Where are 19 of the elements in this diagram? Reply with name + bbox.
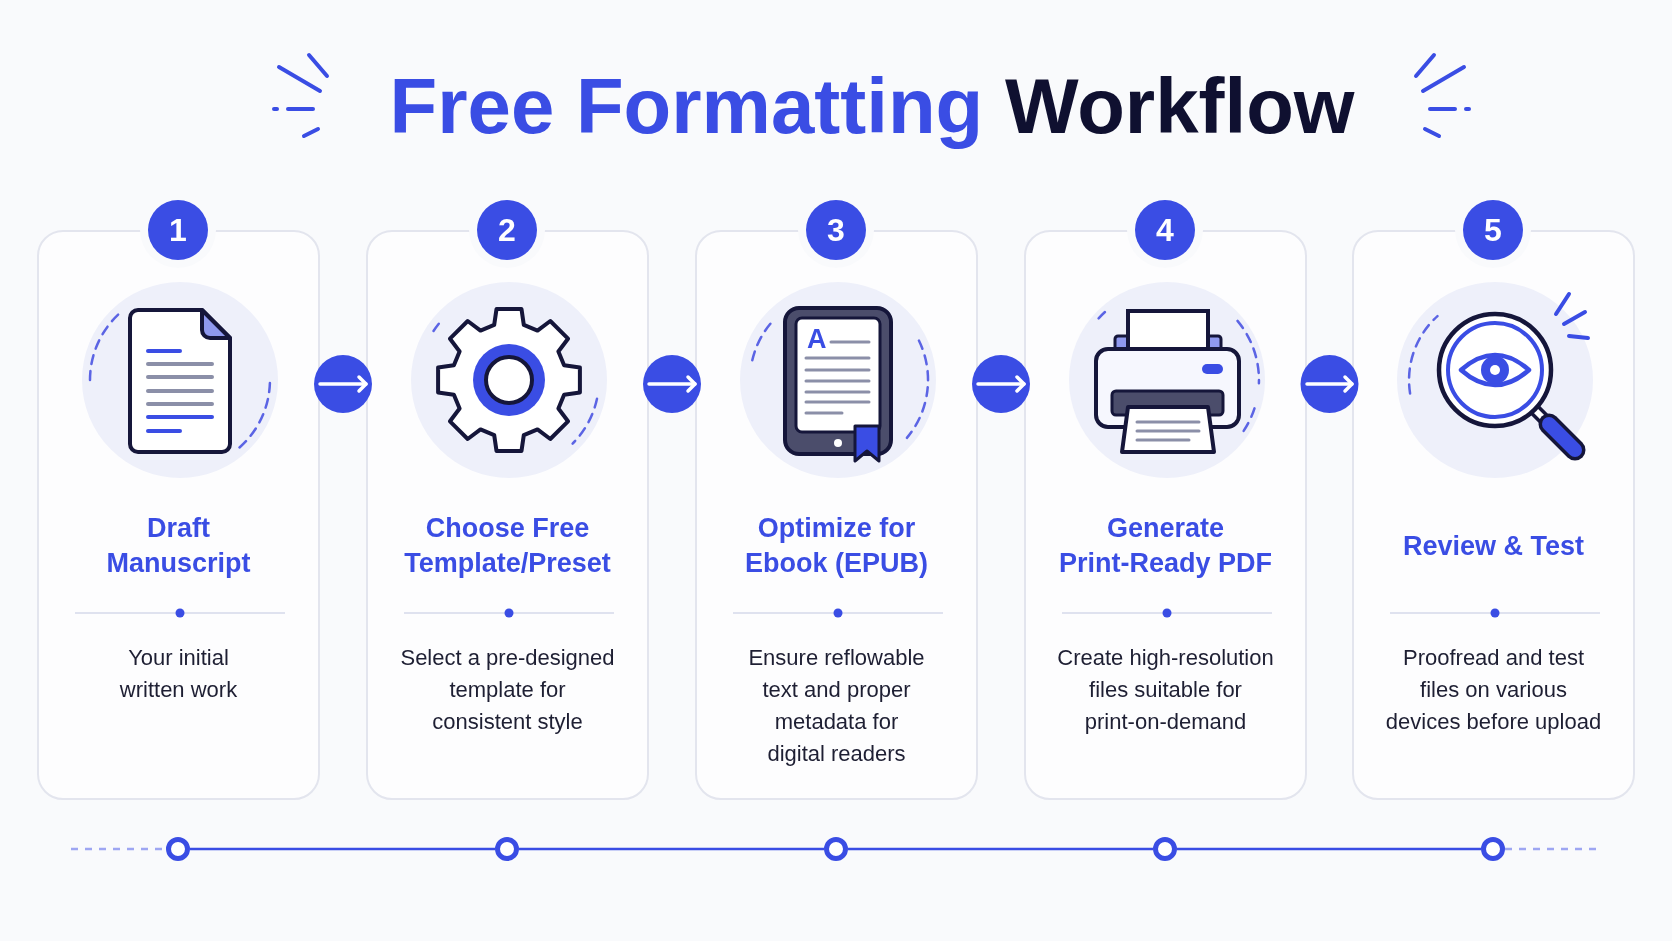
step-description: Create high-resolution files suitable for print-on-demand (1056, 644, 1275, 736)
timeline-line (519, 847, 824, 851)
arrow (314, 355, 372, 413)
step-description: Select a pre-designed template for consistent style (400, 644, 615, 736)
step-title: Choose Free Template/Preset (403, 512, 612, 580)
arrow (643, 355, 701, 413)
step-title: Draft Manuscript (105, 512, 252, 580)
arrow (972, 355, 1030, 413)
timeline-line (848, 847, 1153, 851)
timeline-line (1177, 847, 1481, 851)
step-description: Ensure reflowable text and proper metadata for digital readers (747, 644, 926, 768)
arrow (1300, 355, 1359, 413)
screen-letter: A (807, 326, 827, 353)
step-description: Proofread and test files on various devices before upload (1384, 644, 1603, 736)
timeline-line (190, 847, 495, 851)
step-title: Generate Print-Ready PDF (1057, 512, 1274, 580)
step-title: Review & Test (1402, 529, 1585, 563)
step-description: Your initial written work (118, 644, 239, 704)
step-title: Optimize for Ebook (EPUB) (744, 512, 929, 580)
